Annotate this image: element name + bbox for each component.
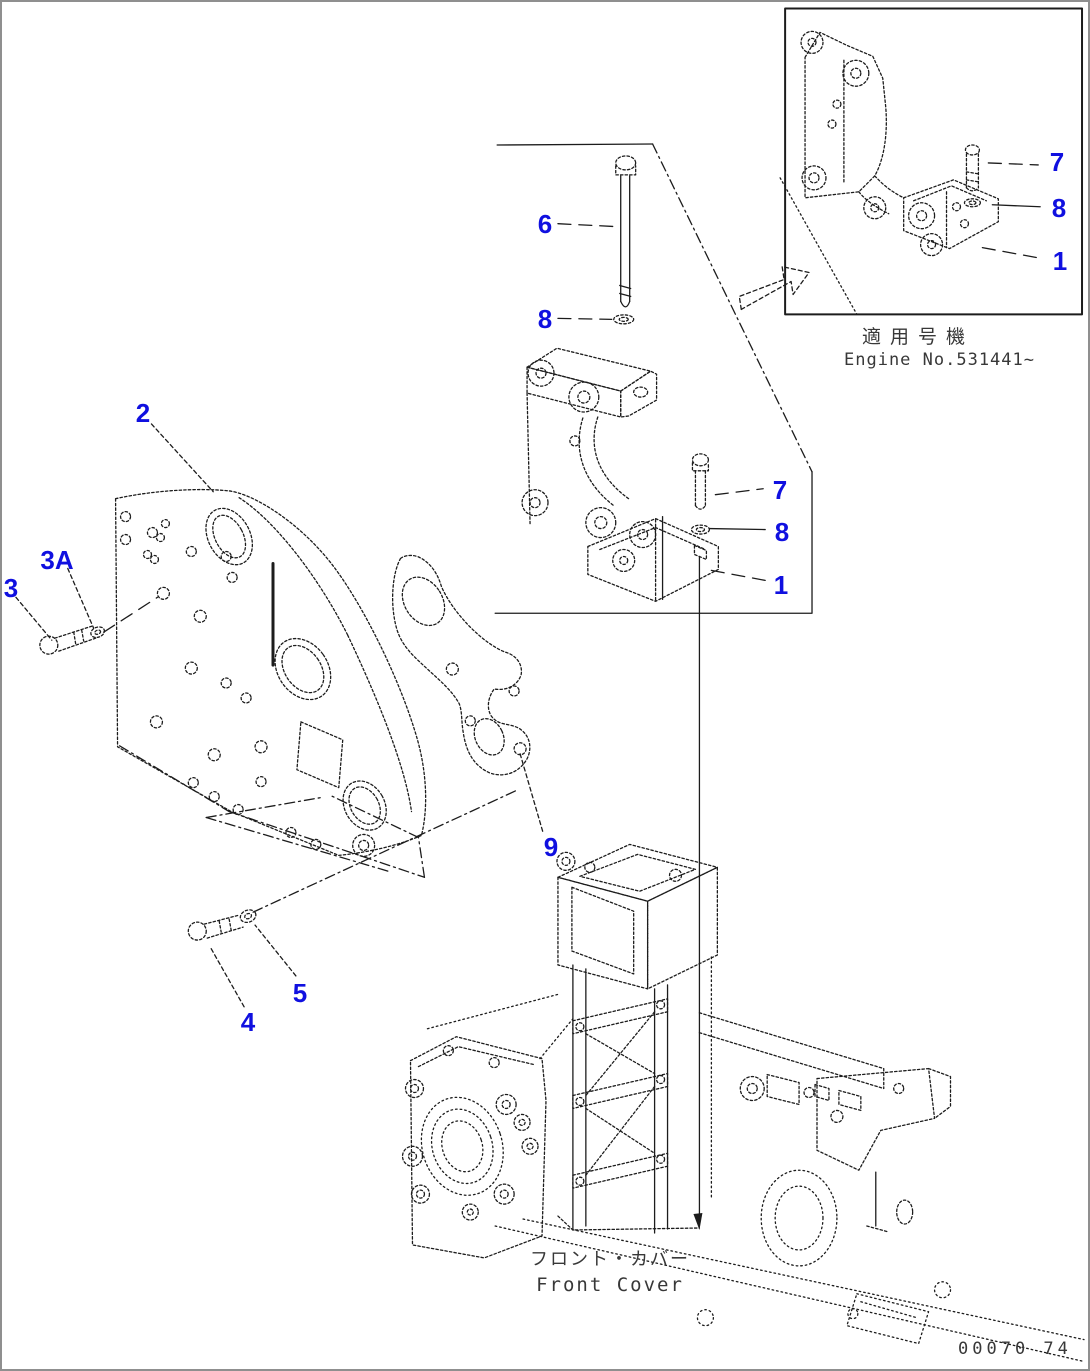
- leader-3: [15, 596, 53, 641]
- inset-leader-lines: [981, 162, 1043, 260]
- callout-7-inset: 7: [1049, 147, 1065, 177]
- plate-part-2-drawing: [114, 488, 427, 878]
- callout-2: 2: [135, 398, 151, 428]
- leader-7-main: [714, 488, 764, 496]
- washer-5-drawing: [239, 909, 257, 924]
- bolt-3-drawing: [39, 625, 97, 655]
- leader-1-main: [710, 569, 766, 582]
- front-cover-label-jp: フロント・カバー: [530, 1249, 690, 1270]
- leader-4: [209, 946, 245, 1008]
- bracket-part-1-drawing: [521, 347, 720, 602]
- inset-bracket-drawing: [800, 30, 999, 257]
- inset-view-box: [779, 7, 1084, 316]
- callout-3a: 3A: [40, 545, 74, 575]
- callout-6: 6: [537, 209, 553, 239]
- leader-6: [557, 223, 619, 228]
- leader-2: [150, 423, 214, 493]
- callout-5: 5: [292, 978, 308, 1008]
- front-cover-label: フロント・カバー Front Cover: [500, 1245, 720, 1296]
- leader-9: [519, 753, 544, 834]
- callout-8-upper: 8: [537, 304, 553, 334]
- hole-target-3a: [156, 586, 171, 600]
- front-cover-drawing: [401, 843, 1085, 1363]
- callout-3: 3: [3, 573, 19, 603]
- leader-3a-hole: [102, 596, 159, 633]
- washer-8-main-drawing: [690, 524, 711, 535]
- callout-7-main: 7: [772, 475, 788, 505]
- inset-reference-arrow-icon: [738, 265, 810, 311]
- inset-bolt-7-drawing: [964, 144, 981, 192]
- assembly-group-frame: [494, 143, 813, 614]
- leader-8-upper: [557, 317, 613, 320]
- callout-1-main: 1: [773, 570, 789, 600]
- callout-8-inset: 8: [1051, 193, 1067, 223]
- leader-5: [254, 924, 297, 977]
- leader-8-main: [708, 527, 766, 531]
- front-cover-label-en: Front Cover: [536, 1274, 684, 1296]
- callout-9: 9: [543, 832, 559, 862]
- bracket-position-line: [693, 555, 703, 1230]
- bolt-7-main-drawing: [691, 453, 710, 510]
- callout-4: 4: [240, 1007, 256, 1037]
- inset-caption-en: Engine No.531441~: [844, 350, 1035, 370]
- washer-3a-drawing: [90, 626, 106, 639]
- callout-1-inset: 1: [1052, 246, 1068, 276]
- inset-caption-jp: 適用号機: [862, 326, 975, 348]
- figure-number: 00070 74: [958, 1339, 1072, 1359]
- gasket-part-9-drawing: [392, 554, 531, 776]
- bolt-6-drawing: [615, 155, 637, 308]
- washer-8-upper-drawing: [613, 314, 635, 325]
- callout-8-main: 8: [774, 517, 790, 547]
- bolt-5-axis-line: [252, 789, 517, 913]
- bolt-4-drawing: [187, 914, 244, 941]
- inset-washer-8-drawing: [963, 198, 982, 208]
- leader-3a: [67, 567, 95, 629]
